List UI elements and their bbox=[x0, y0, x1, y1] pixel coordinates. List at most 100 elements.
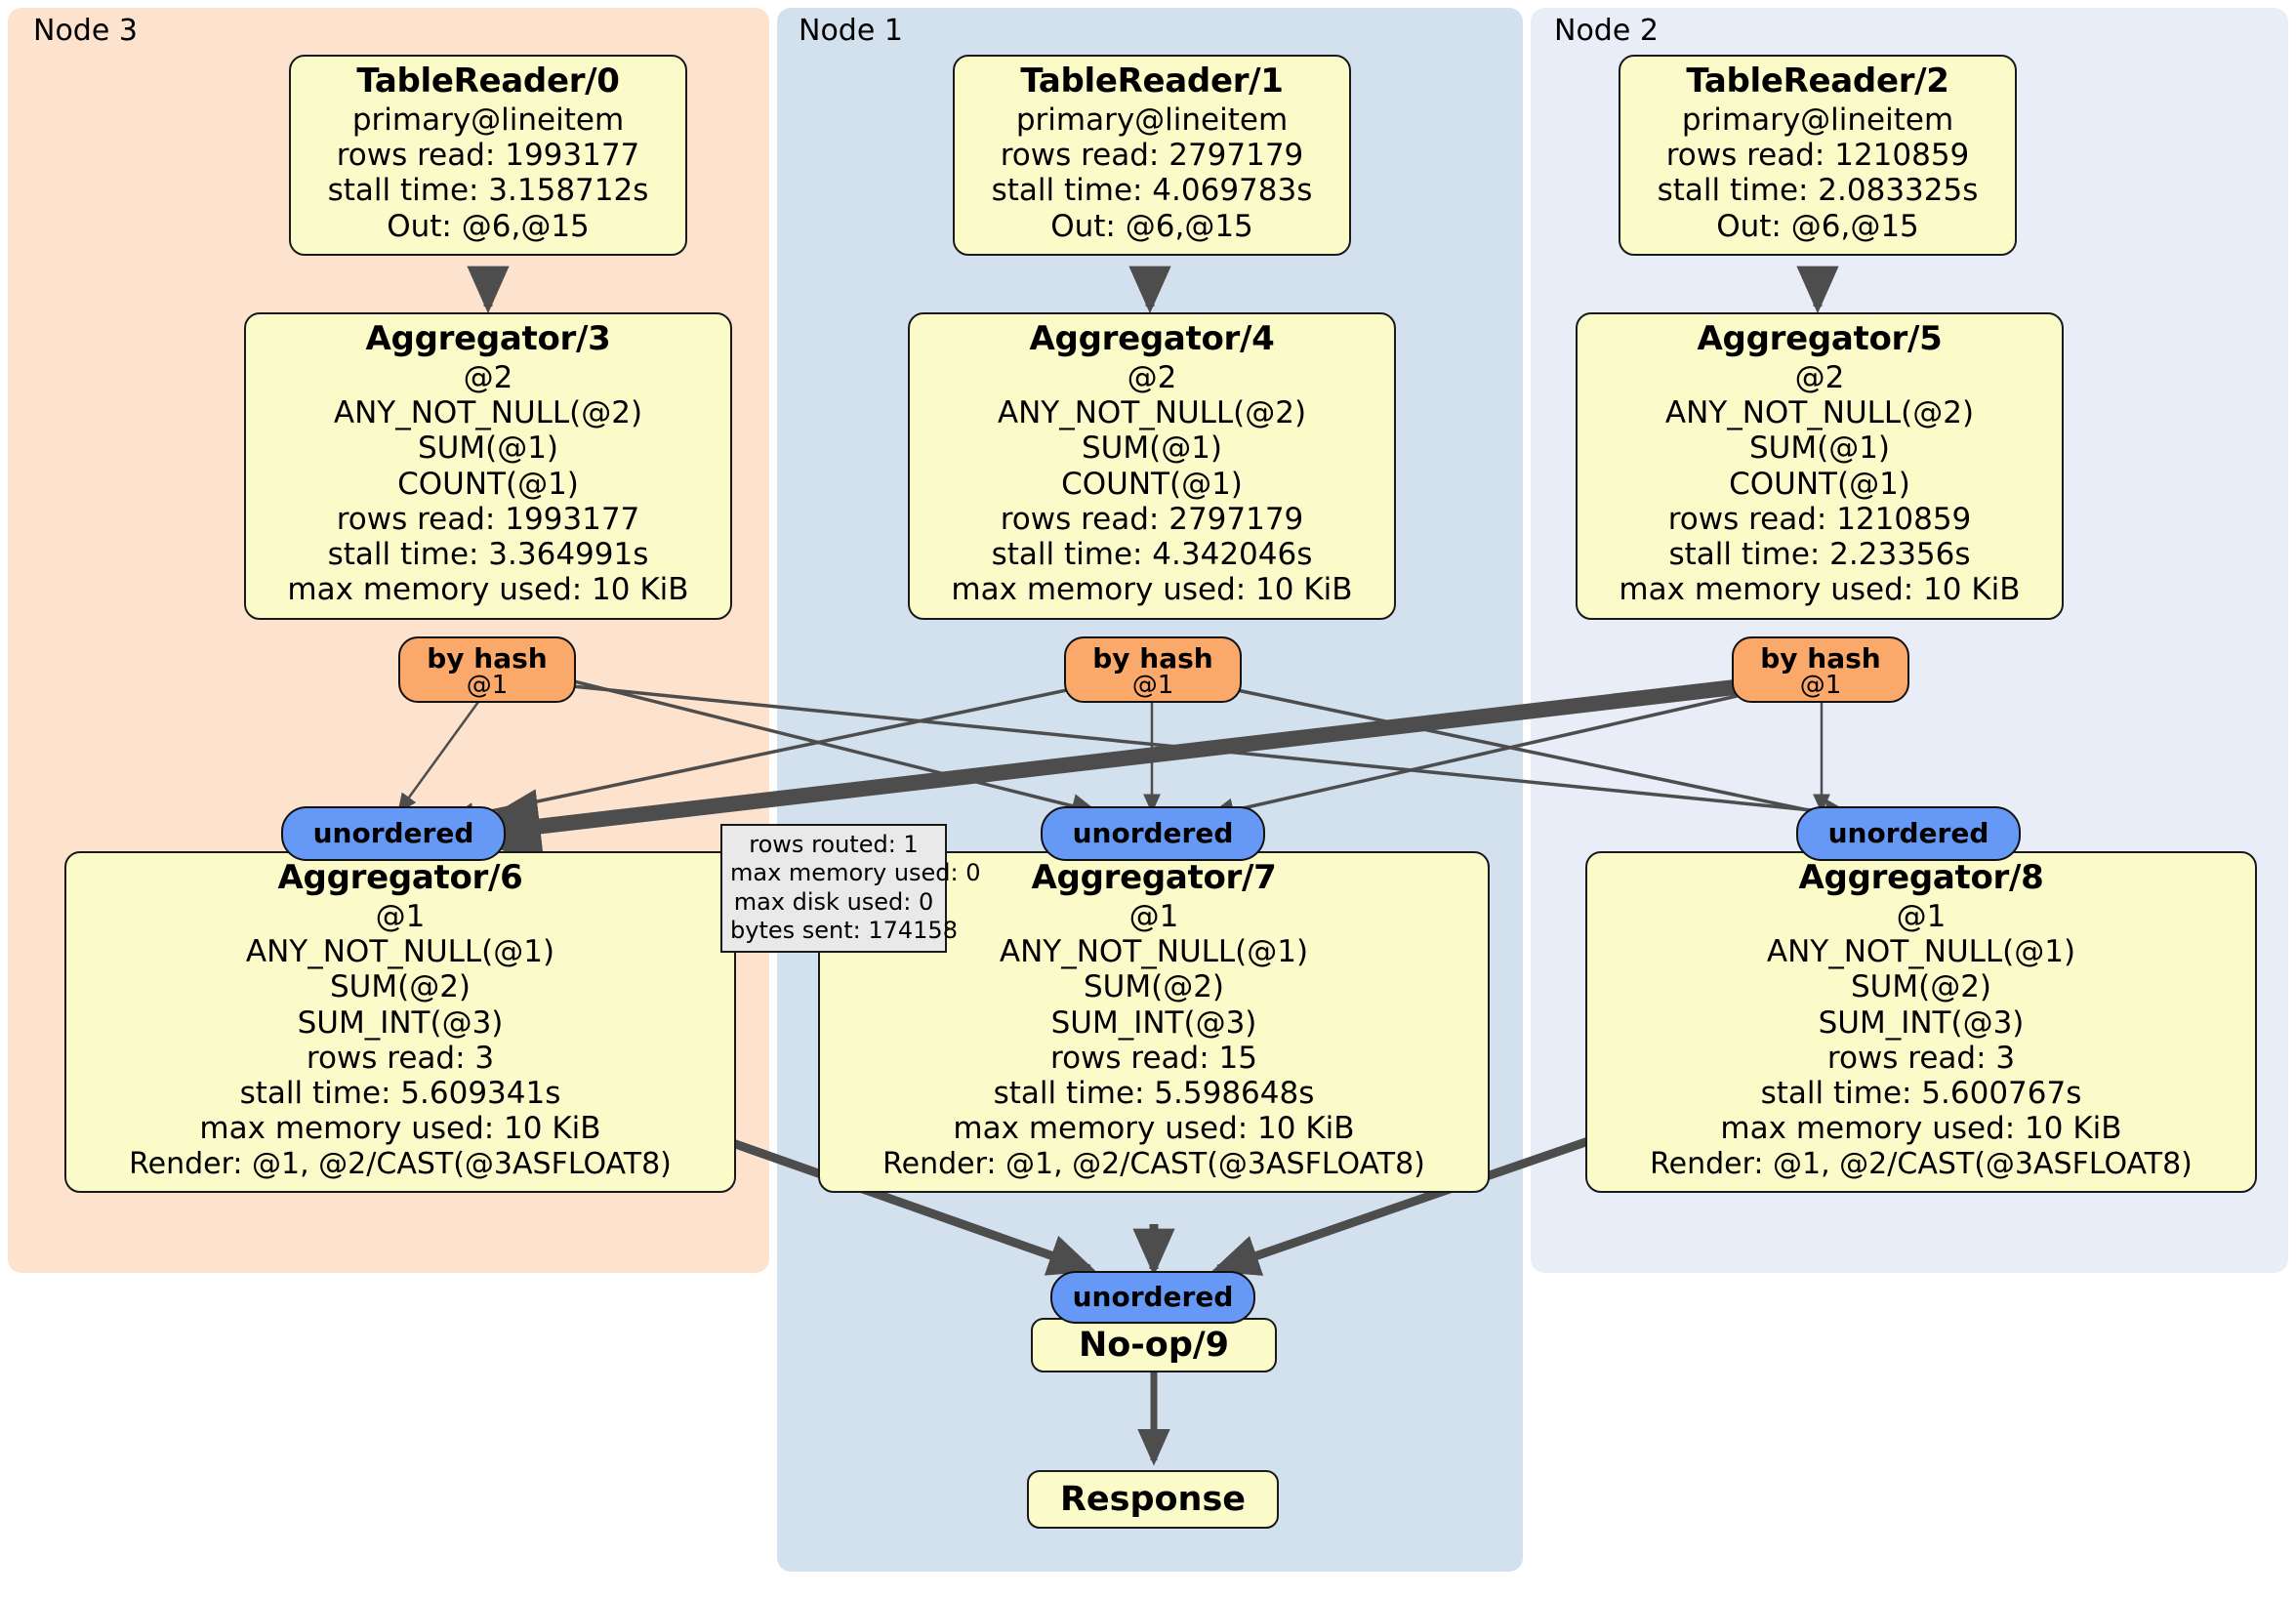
cluster-label-node-2: Node 2 bbox=[1554, 14, 1659, 48]
aggregator-4-agg-1: ANY_NOT_NULL(@2) bbox=[997, 395, 1307, 431]
tablereader-1-index: primary@lineitem bbox=[1015, 102, 1289, 138]
stream-unordered-node-1[interactable]: unordered bbox=[1041, 806, 1265, 861]
aggregator-3-title: Aggregator/3 bbox=[365, 319, 611, 358]
tablereader-1-title: TableReader/1 bbox=[1020, 61, 1284, 101]
aggregator-7-render: Render: @1, @2/CAST(@3ASFLOAT8) bbox=[882, 1146, 1425, 1181]
processor-box-response[interactable]: Response bbox=[1027, 1470, 1279, 1529]
aggregator-4-agg-3: COUNT(@1) bbox=[1061, 466, 1243, 502]
aggregator-5-group: @2 bbox=[1794, 359, 1845, 395]
processor-box-tablereader-1[interactable]: TableReader/1 primary@lineitem rows read… bbox=[953, 55, 1351, 256]
tablereader-0-rows-read: rows read: 1993177 bbox=[336, 138, 640, 174]
stream-unordered-node-3-label: unordered bbox=[312, 817, 474, 850]
processor-box-aggregator-6[interactable]: Aggregator/6 @1 ANY_NOT_NULL(@1) SUM(@2)… bbox=[64, 851, 736, 1193]
tablereader-1-stall-time: stall time: 4.069783s bbox=[991, 173, 1313, 209]
aggregator-7-agg-3: SUM_INT(@3) bbox=[1050, 1004, 1257, 1041]
tablereader-2-rows-read: rows read: 1210859 bbox=[1665, 138, 1970, 174]
aggregator-3-agg-3: COUNT(@1) bbox=[397, 466, 579, 502]
aggregator-6-rows-read: rows read: 3 bbox=[306, 1040, 495, 1076]
aggregator-5-agg-3: COUNT(@1) bbox=[1729, 466, 1910, 502]
aggregator-4-title: Aggregator/4 bbox=[1029, 319, 1275, 358]
aggregator-5-rows-read: rows read: 1210859 bbox=[1667, 501, 1972, 537]
processor-box-aggregator-5[interactable]: Aggregator/5 @2 ANY_NOT_NULL(@2) SUM(@1)… bbox=[1576, 312, 2064, 620]
aggregator-7-title: Aggregator/7 bbox=[1031, 858, 1277, 897]
stream-unordered-final[interactable]: unordered bbox=[1050, 1271, 1255, 1324]
aggregator-3-stall-time: stall time: 3.364991s bbox=[327, 537, 649, 573]
router-by-hash-node-3[interactable]: by hash @1 bbox=[398, 636, 576, 703]
cluster-label-node-3: Node 3 bbox=[33, 14, 138, 48]
stream-unordered-final-label: unordered bbox=[1072, 1281, 1234, 1314]
aggregator-8-agg-1: ANY_NOT_NULL(@1) bbox=[1766, 934, 2076, 970]
aggregator-4-group: @2 bbox=[1127, 359, 1177, 395]
no-op-9-label: No-op/9 bbox=[1078, 1326, 1230, 1365]
aggregator-3-agg-1: ANY_NOT_NULL(@2) bbox=[333, 395, 643, 431]
aggregator-4-stall-time: stall time: 4.342046s bbox=[991, 537, 1313, 573]
tablereader-2-out: Out: @6,@15 bbox=[1716, 208, 1919, 244]
aggregator-6-agg-2: SUM(@2) bbox=[329, 969, 472, 1005]
aggregator-4-agg-2: SUM(@1) bbox=[1081, 430, 1223, 467]
aggregator-6-agg-3: SUM_INT(@3) bbox=[297, 1004, 504, 1041]
aggregator-8-render: Render: @1, @2/CAST(@3ASFLOAT8) bbox=[1650, 1146, 2193, 1181]
edge-stats-tooltip: rows routed: 1 max memory used: 0 max di… bbox=[720, 824, 981, 954]
tablereader-2-title: TableReader/2 bbox=[1686, 61, 1949, 101]
tablereader-0-out: Out: @6,@15 bbox=[387, 208, 590, 244]
aggregator-6-max-memory: max memory used: 10 KiB bbox=[199, 1111, 601, 1147]
aggregator-5-title: Aggregator/5 bbox=[1697, 319, 1943, 358]
router-by-hash-node-3-column: @1 bbox=[466, 671, 509, 701]
aggregator-7-agg-2: SUM(@2) bbox=[1083, 969, 1225, 1005]
stream-unordered-node-1-label: unordered bbox=[1072, 817, 1234, 850]
aggregator-7-rows-read: rows read: 15 bbox=[1050, 1040, 1257, 1076]
edge-stats-bytes-sent: bytes sent: 174158 bbox=[730, 916, 958, 944]
router-by-hash-node-1[interactable]: by hash @1 bbox=[1064, 636, 1242, 703]
tablereader-1-rows-read: rows read: 2797179 bbox=[1000, 138, 1304, 174]
aggregator-6-agg-1: ANY_NOT_NULL(@1) bbox=[245, 934, 555, 970]
tablereader-0-stall-time: stall time: 3.158712s bbox=[327, 173, 649, 209]
tablereader-2-stall-time: stall time: 2.083325s bbox=[1657, 173, 1979, 209]
aggregator-7-stall-time: stall time: 5.598648s bbox=[993, 1076, 1315, 1112]
processor-box-aggregator-4[interactable]: Aggregator/4 @2 ANY_NOT_NULL(@2) SUM(@1)… bbox=[908, 312, 1396, 620]
processor-box-aggregator-8[interactable]: Aggregator/8 @1 ANY_NOT_NULL(@1) SUM(@2)… bbox=[1585, 851, 2257, 1193]
aggregator-8-group: @1 bbox=[1896, 898, 1947, 934]
router-by-hash-node-2[interactable]: by hash @1 bbox=[1732, 636, 1909, 703]
aggregator-3-rows-read: rows read: 1993177 bbox=[336, 501, 640, 537]
router-by-hash-node-2-title: by hash bbox=[1760, 642, 1881, 675]
aggregator-6-group: @1 bbox=[375, 898, 426, 934]
stream-unordered-node-2-label: unordered bbox=[1827, 817, 1989, 850]
edge-stats-max-memory-used: max memory used: 0 bbox=[730, 859, 981, 887]
aggregator-8-title: Aggregator/8 bbox=[1798, 858, 2044, 897]
aggregator-4-rows-read: rows read: 2797179 bbox=[1000, 501, 1304, 537]
cluster-label-node-1: Node 1 bbox=[799, 14, 903, 48]
aggregator-8-agg-2: SUM(@2) bbox=[1850, 969, 1992, 1005]
aggregator-5-stall-time: stall time: 2.23356s bbox=[1668, 537, 1971, 573]
processor-box-aggregator-3[interactable]: Aggregator/3 @2 ANY_NOT_NULL(@2) SUM(@1)… bbox=[244, 312, 732, 620]
aggregator-7-agg-1: ANY_NOT_NULL(@1) bbox=[999, 934, 1309, 970]
router-by-hash-node-2-column: @1 bbox=[1799, 671, 1842, 701]
router-by-hash-node-1-title: by hash bbox=[1092, 642, 1213, 675]
aggregator-6-render: Render: @1, @2/CAST(@3ASFLOAT8) bbox=[129, 1146, 672, 1181]
edge-stats-rows-routed: rows routed: 1 bbox=[749, 831, 919, 858]
aggregator-6-title: Aggregator/6 bbox=[277, 858, 523, 897]
aggregator-3-agg-2: SUM(@1) bbox=[417, 430, 559, 467]
processor-box-tablereader-2[interactable]: TableReader/2 primary@lineitem rows read… bbox=[1619, 55, 2017, 256]
aggregator-5-agg-1: ANY_NOT_NULL(@2) bbox=[1664, 395, 1975, 431]
router-by-hash-node-1-column: @1 bbox=[1131, 671, 1174, 701]
tablereader-0-title: TableReader/0 bbox=[356, 61, 620, 101]
aggregator-8-rows-read: rows read: 3 bbox=[1826, 1040, 2016, 1076]
processor-box-no-op-9[interactable]: No-op/9 bbox=[1031, 1318, 1277, 1372]
aggregator-6-stall-time: stall time: 5.609341s bbox=[239, 1076, 561, 1112]
aggregator-8-max-memory: max memory used: 10 KiB bbox=[1720, 1111, 2122, 1147]
router-by-hash-node-3-title: by hash bbox=[427, 642, 548, 675]
aggregator-7-max-memory: max memory used: 10 KiB bbox=[953, 1111, 1355, 1147]
aggregator-7-group: @1 bbox=[1128, 898, 1179, 934]
processor-box-tablereader-0[interactable]: TableReader/0 primary@lineitem rows read… bbox=[289, 55, 687, 256]
aggregator-5-agg-2: SUM(@1) bbox=[1748, 430, 1891, 467]
stream-unordered-node-3[interactable]: unordered bbox=[281, 806, 506, 861]
aggregator-5-max-memory: max memory used: 10 KiB bbox=[1619, 572, 2021, 608]
tablereader-0-index: primary@lineitem bbox=[351, 102, 625, 138]
tablereader-1-out: Out: @6,@15 bbox=[1050, 208, 1253, 244]
edge-stats-max-disk-used: max disk used: 0 bbox=[733, 887, 934, 916]
aggregator-8-stall-time: stall time: 5.600767s bbox=[1760, 1076, 2082, 1112]
aggregator-3-group: @2 bbox=[463, 359, 513, 395]
response-label: Response bbox=[1059, 1480, 1247, 1519]
stream-unordered-node-2[interactable]: unordered bbox=[1796, 806, 2021, 861]
